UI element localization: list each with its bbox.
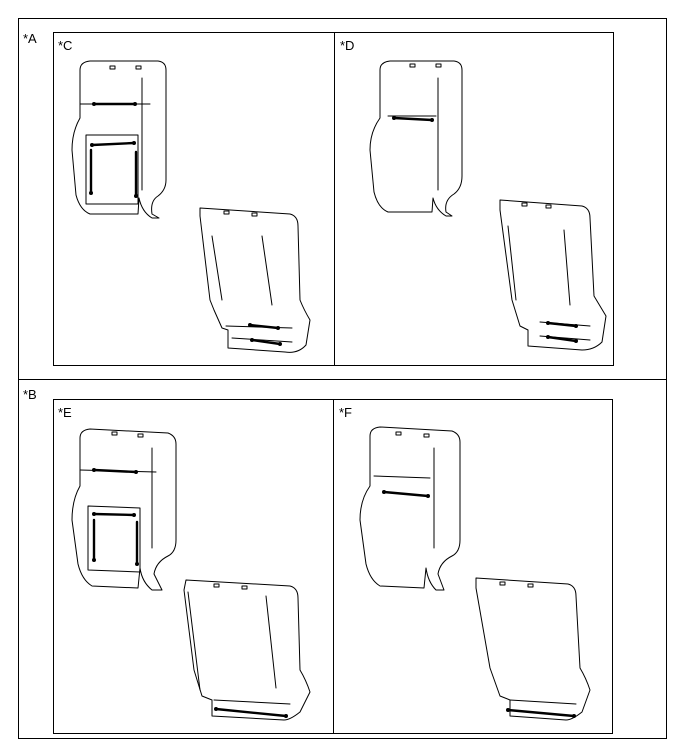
- panel-e-seatback-cover: [71, 428, 177, 591]
- panel-e-label: *E: [58, 405, 72, 420]
- panel-f-frame: [333, 399, 613, 734]
- panel-d-label: *D: [340, 38, 355, 53]
- panel-f-label: *F: [339, 405, 352, 420]
- section-a-label: *A: [23, 31, 37, 46]
- panel-d-frame: [334, 32, 614, 366]
- panel-c-cushion-cover: [199, 207, 311, 353]
- panel-e-cushion-cover: [183, 579, 311, 721]
- panel-d-cushion-cover: [499, 199, 607, 351]
- panel-f-cushion-cover: [475, 577, 591, 721]
- section-b-label: *B: [23, 387, 37, 402]
- section-b-frame: [18, 379, 667, 739]
- panel-c-label: *C: [58, 38, 73, 53]
- panel-d-seatback-cover: [369, 60, 463, 217]
- panel-c-seatback-cover: [71, 60, 167, 219]
- panel-f-seatback-cover: [359, 426, 461, 591]
